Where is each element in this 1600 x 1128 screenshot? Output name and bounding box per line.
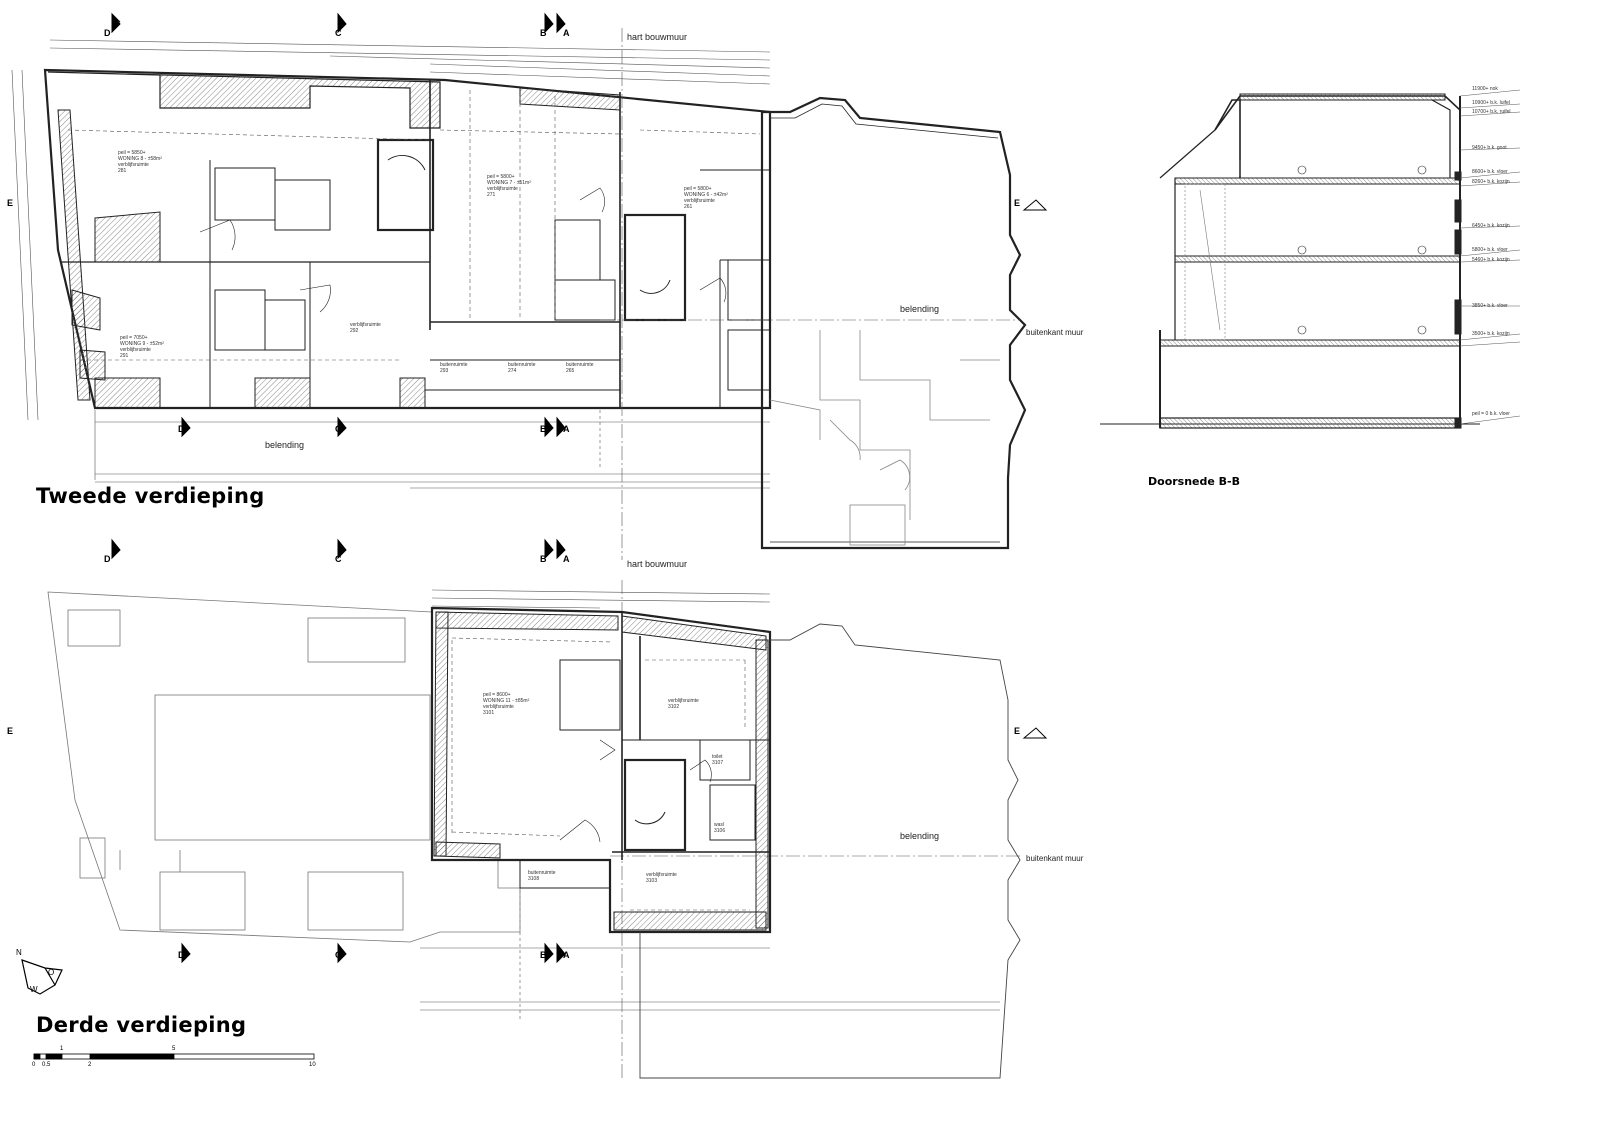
scale-10: 10 bbox=[309, 1062, 316, 1068]
north-n: N bbox=[16, 948, 22, 957]
level-label-goot: 9450+ b.k. goot bbox=[1472, 145, 1507, 151]
label-hart-bouwmuur-top: hart bouwmuur bbox=[627, 32, 688, 42]
title-second-floor: Tweede verdieping bbox=[36, 484, 265, 508]
scale-0-5: 0.5 bbox=[42, 1062, 51, 1068]
scale-bar bbox=[33, 1053, 315, 1060]
room-3108-label: buitenruimte 3108 bbox=[528, 870, 556, 882]
marker-b-bottom: B bbox=[540, 950, 547, 960]
label-belending-2nd-bottom: belending bbox=[265, 440, 305, 450]
title-section: Doorsnede B-B bbox=[1148, 475, 1241, 488]
scale-5: 5 bbox=[172, 1046, 176, 1052]
level-label-peil: peil = 0 b.k. vloer bbox=[1472, 411, 1510, 417]
marker-e-right-3rd: E bbox=[1014, 726, 1021, 736]
level-label-nok: 11900+ nok bbox=[1472, 86, 1498, 92]
label-belending-2nd-right: belending bbox=[900, 304, 940, 314]
marker-b-3rd-top: B bbox=[540, 554, 547, 564]
marker-a-mid: A bbox=[563, 424, 570, 434]
level-label-ruifel: 10700+ b.k. ruifel bbox=[1472, 109, 1511, 115]
marker-a-bottom: A bbox=[563, 950, 570, 960]
unit-8-label: peil = 5850+ WONING 8 - ±58m² verblijfsr… bbox=[118, 150, 162, 174]
label-hart-bouwmuur-bottom: hart bouwmuur bbox=[627, 559, 688, 569]
marker-c-3rd-top: C bbox=[335, 554, 342, 564]
room-3107-label: toilet 3107 bbox=[712, 754, 724, 766]
marker-e-left-3rd: E bbox=[7, 726, 14, 736]
marker-c-bottom: C bbox=[335, 950, 342, 960]
section-marker-symbols bbox=[111, 12, 1048, 964]
unit-7-label: peil = 5800+ WONING 7 - ±51m² verblijfsr… bbox=[487, 174, 531, 198]
label-buitenkant-muur-bottom: buitenkant muur bbox=[1026, 854, 1084, 863]
room-274-label: buitenruimte 274 bbox=[508, 362, 536, 374]
marker-e-left-2nd: E bbox=[7, 198, 14, 208]
level-label-kozijn-5460: 5460+ b.k. kozijn bbox=[1472, 257, 1510, 263]
level-label-kozijn-3500: 3500+ b.k. kozijn bbox=[1472, 331, 1510, 337]
unit-11-label: peil = 8600+ WONING 11 - ±85m² verblijfs… bbox=[483, 692, 530, 716]
marker-c-top: C bbox=[335, 28, 342, 38]
third-floor-plan bbox=[47, 589, 1000, 1011]
unit-9-label: peil = 7050+ WONING 9 - ±52m² verblijfsr… bbox=[120, 335, 164, 359]
marker-a-3rd-top: A bbox=[563, 554, 570, 564]
section-drawing bbox=[1100, 89, 1521, 429]
second-floor-plan bbox=[11, 39, 772, 489]
north-w: W bbox=[30, 985, 38, 994]
marker-c-mid: C bbox=[335, 424, 342, 434]
scale-1: 1 bbox=[60, 1046, 64, 1052]
room-292-label: verblijfsruimte 292 bbox=[350, 322, 381, 334]
level-label-vloer-3850: 3850+ b.k. vloer bbox=[1472, 303, 1508, 309]
north-arrow-icon bbox=[21, 959, 63, 995]
scale-2: 2 bbox=[88, 1062, 92, 1068]
level-label-kozijn-8260: 8260+ b.k. kozijn bbox=[1472, 179, 1510, 185]
marker-e-right-2nd: E bbox=[1014, 198, 1021, 208]
room-3102-label: verblijfsruimte 3102 bbox=[668, 698, 699, 710]
label-belending-3rd: belending bbox=[900, 831, 940, 841]
scale-0: 0 bbox=[32, 1062, 36, 1068]
title-third-floor: Derde verdieping bbox=[36, 1013, 247, 1037]
marker-b-mid: B bbox=[540, 424, 547, 434]
neighbour-building-3rd bbox=[639, 623, 1021, 1079]
level-label-vloer-8600: 8600+ b.k. vloer bbox=[1472, 169, 1508, 175]
label-buitenkant-muur-top: buitenkant muur bbox=[1026, 328, 1084, 337]
neighbour-building-2nd bbox=[760, 96, 1027, 550]
level-label-luifel: 10900+ b.k. luifel bbox=[1472, 100, 1510, 106]
marker-d-top: D bbox=[104, 28, 111, 38]
marker-d-mid: D bbox=[178, 424, 185, 434]
north-o: O bbox=[48, 968, 55, 977]
level-label-vloer-5800: 5800+ b.k. vloer bbox=[1472, 247, 1508, 253]
room-293-label: buitenruimte 293 bbox=[440, 362, 468, 374]
marker-a-top: A bbox=[563, 28, 570, 38]
unit-6-label: peil = 5800+ WONING 6 - ±42m² verblijfsr… bbox=[684, 186, 728, 210]
marker-b-top: B bbox=[540, 28, 547, 38]
marker-d-bottom: D bbox=[178, 950, 185, 960]
room-265-label: buitenruimte 265 bbox=[566, 362, 594, 374]
room-3106-label: wasl 3106 bbox=[714, 822, 726, 834]
level-label-kozijn-6450: 6450+ b.k. kozijn bbox=[1472, 223, 1510, 229]
marker-d-3rd-top: D bbox=[104, 554, 111, 564]
room-3103-label: verblijfsruimte 3103 bbox=[646, 872, 677, 884]
